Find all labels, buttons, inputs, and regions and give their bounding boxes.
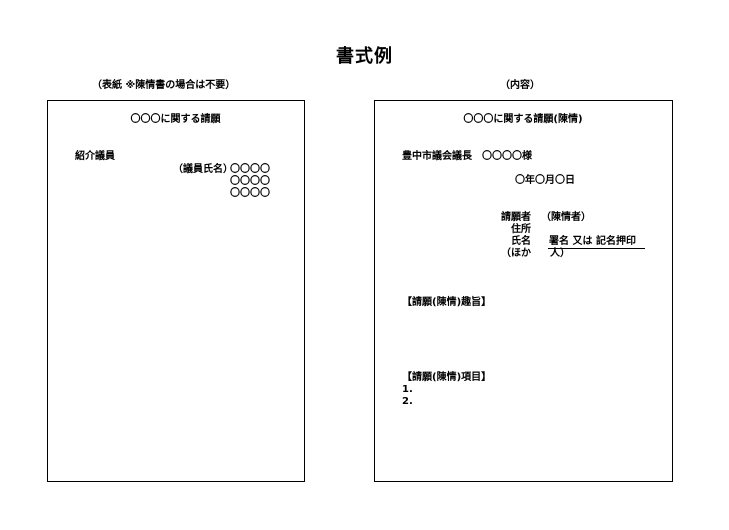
date: 〇年〇月〇日 xyxy=(515,175,575,186)
address-label: 住所 xyxy=(511,224,531,235)
cover-caption: （表紙 ※陳情書の場合は不要） xyxy=(92,80,236,91)
member-name-2: 〇〇〇〇 xyxy=(230,176,270,187)
signature-note: 署名 又は 記名押印 xyxy=(549,236,636,247)
member-name-1: 〇〇〇〇 xyxy=(230,164,270,175)
signature-underline xyxy=(548,248,645,249)
content-heading: 〇〇〇に関する請願(陳情) xyxy=(463,114,583,125)
addressee: 豊中市議会議長 〇〇〇〇様 xyxy=(402,151,532,162)
cover-heading: 〇〇〇に関する請願 xyxy=(130,114,221,125)
member-name-label: （議員氏名） xyxy=(173,164,233,175)
petitioner-sub: （陳情者） xyxy=(541,212,591,223)
content-caption: （内容） xyxy=(500,80,540,91)
page-title: 書式例 xyxy=(336,46,393,67)
name-label: 氏名 xyxy=(511,236,531,247)
purpose-heading: 【請願(陳情)趣旨】 xyxy=(402,297,492,308)
others-suffix: 人） xyxy=(550,248,570,259)
cover-page: 〇〇〇に関する請願 紹介議員 （議員氏名） 〇〇〇〇 〇〇〇〇 〇〇〇〇 xyxy=(47,100,305,482)
items-heading: 【請願(陳情)項目】 xyxy=(402,372,492,383)
introducer-label: 紹介議員 xyxy=(75,151,115,162)
content-page: 〇〇〇に関する請願(陳情) 豊中市議会議長 〇〇〇〇様 〇年〇月〇日 請願者 （… xyxy=(374,100,673,482)
member-name-3: 〇〇〇〇 xyxy=(230,188,270,199)
others-label: （ほか xyxy=(501,248,531,259)
petitioner-label: 請願者 xyxy=(501,212,531,223)
item-2: 2. xyxy=(402,396,413,407)
item-1: 1. xyxy=(402,384,413,395)
